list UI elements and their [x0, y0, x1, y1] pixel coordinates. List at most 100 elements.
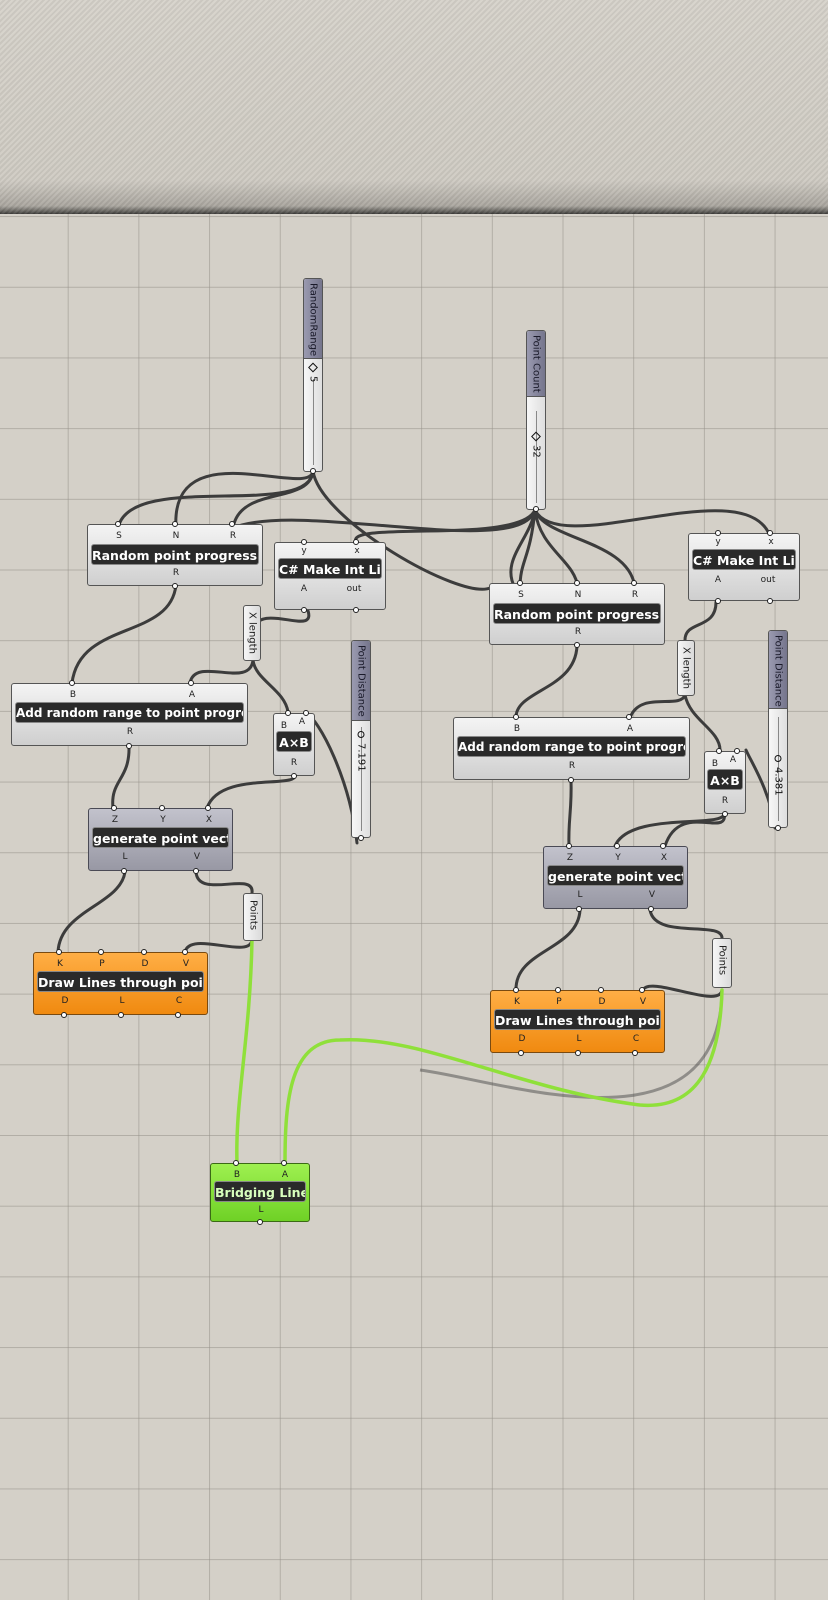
output-port[interactable] — [301, 607, 307, 613]
output-port[interactable] — [118, 1012, 124, 1018]
wire — [533, 508, 772, 538]
node-draw-lines-right[interactable]: K P D V Draw Lines through points D L C — [490, 990, 665, 1053]
input-port[interactable] — [111, 805, 117, 811]
output-port[interactable] — [175, 1012, 181, 1018]
input-port[interactable] — [182, 949, 188, 955]
input-port[interactable] — [281, 1160, 287, 1166]
input-port[interactable] — [188, 680, 194, 686]
input-port[interactable] — [229, 521, 235, 527]
input-port[interactable] — [159, 805, 165, 811]
number-slider-randomrange[interactable]: RandomRange 5 — [303, 278, 323, 472]
node-random-point-progression-left[interactable]: S N R Random point progression R — [87, 524, 263, 586]
node-add-random-range-right[interactable]: B A Add random range to point progress R — [453, 717, 690, 780]
input-port[interactable] — [172, 521, 178, 527]
param-tag-points-right[interactable]: Points — [712, 938, 732, 988]
input-port[interactable] — [660, 843, 666, 849]
node-title: generate point vector — [92, 827, 229, 848]
output-port[interactable] — [126, 743, 132, 749]
input-port[interactable] — [115, 521, 121, 527]
input-port[interactable] — [98, 949, 104, 955]
output-port[interactable] — [121, 868, 127, 874]
wire — [683, 600, 718, 642]
input-port[interactable] — [285, 710, 291, 716]
output-port[interactable] — [353, 607, 359, 613]
number-slider-point-distance-left[interactable]: Point Distance 7.191 — [351, 640, 371, 838]
input-port[interactable] — [566, 843, 572, 849]
node-draw-lines-left[interactable]: K P D V Draw Lines through points D L C — [33, 952, 208, 1015]
node-multiply-right[interactable]: A B A×B R — [704, 751, 746, 814]
output-port[interactable] — [172, 583, 178, 589]
output-port[interactable] — [310, 468, 316, 474]
output-port[interactable] — [257, 1219, 263, 1225]
node-make-int-list-right[interactable]: y x C# Make Int List A out — [688, 533, 800, 601]
param-tag-x-length-right[interactable]: X length — [677, 640, 695, 696]
node-title: Draw Lines through points — [494, 1009, 661, 1030]
output-port[interactable] — [775, 825, 781, 831]
output-port[interactable] — [767, 598, 773, 604]
input-port[interactable] — [301, 539, 307, 545]
output-port[interactable] — [193, 868, 199, 874]
output-port[interactable] — [648, 906, 654, 912]
wire — [183, 938, 254, 954]
output-port[interactable] — [291, 773, 297, 779]
input-port[interactable] — [767, 530, 773, 536]
wire — [641, 984, 724, 998]
input-port[interactable] — [626, 714, 632, 720]
wire — [514, 908, 582, 992]
input-port[interactable] — [513, 987, 519, 993]
input-port[interactable] — [513, 714, 519, 720]
input-port[interactable] — [598, 987, 604, 993]
node-title: C# Make Int List — [692, 549, 796, 570]
output-port[interactable] — [568, 777, 574, 783]
wire — [663, 810, 726, 848]
number-slider-point-distance-right[interactable]: Point Distance 4.381 — [768, 630, 788, 828]
node-generate-point-vector-right[interactable]: Z Y X generate point vector L V — [543, 846, 688, 909]
output-port[interactable] — [575, 1050, 581, 1056]
input-port[interactable] — [715, 530, 721, 536]
node-multiply-left[interactable]: A B A×B R — [273, 713, 315, 776]
output-port[interactable] — [722, 811, 728, 817]
node-bridging-lines[interactable]: B A Bridging Lines L — [210, 1163, 310, 1222]
input-port[interactable] — [141, 949, 147, 955]
input-port[interactable] — [56, 949, 62, 955]
node-generate-point-vector-left[interactable]: Z Y X generate point vector L V — [88, 808, 233, 871]
wire — [311, 469, 492, 591]
param-tag-x-length-left[interactable]: X length — [243, 605, 261, 661]
wire — [509, 508, 537, 590]
output-port[interactable] — [533, 506, 539, 512]
input-port[interactable] — [631, 580, 637, 586]
output-port[interactable] — [576, 906, 582, 912]
slider-knob-icon[interactable] — [531, 431, 542, 442]
wire — [194, 870, 254, 895]
input-port[interactable] — [716, 748, 722, 754]
input-port[interactable] — [233, 1160, 239, 1166]
number-slider-point-count[interactable]: Point Count 32 — [526, 330, 546, 510]
param-tag-points-left[interactable]: Points — [243, 893, 263, 941]
output-port[interactable] — [61, 1012, 67, 1018]
output-port[interactable] — [518, 1050, 524, 1056]
input-port[interactable] — [574, 580, 580, 586]
input-port[interactable] — [517, 580, 523, 586]
input-port[interactable] — [69, 680, 75, 686]
slider-knob-icon[interactable] — [775, 755, 782, 762]
input-port[interactable] — [734, 748, 740, 754]
wire — [648, 908, 724, 940]
input-port[interactable] — [555, 987, 561, 993]
output-port[interactable] — [715, 598, 721, 604]
node-add-random-range-left[interactable]: B A Add random range to point progress R — [11, 683, 248, 746]
output-port[interactable] — [632, 1050, 638, 1056]
slider-knob-icon[interactable] — [358, 731, 365, 738]
wires-selected — [235, 938, 724, 1165]
input-port[interactable] — [205, 805, 211, 811]
input-port[interactable] — [639, 987, 645, 993]
node-make-int-list-left[interactable]: y x C# Make Int List A out — [274, 542, 386, 610]
input-port[interactable] — [353, 539, 359, 545]
input-port[interactable] — [614, 843, 620, 849]
output-port[interactable] — [574, 642, 580, 648]
input-port[interactable] — [303, 710, 309, 716]
output-port[interactable] — [358, 835, 364, 841]
slider-knob-icon[interactable] — [308, 362, 319, 373]
wire — [235, 938, 254, 1165]
node-random-point-progression-right[interactable]: S N R Random point progression R — [489, 583, 665, 645]
